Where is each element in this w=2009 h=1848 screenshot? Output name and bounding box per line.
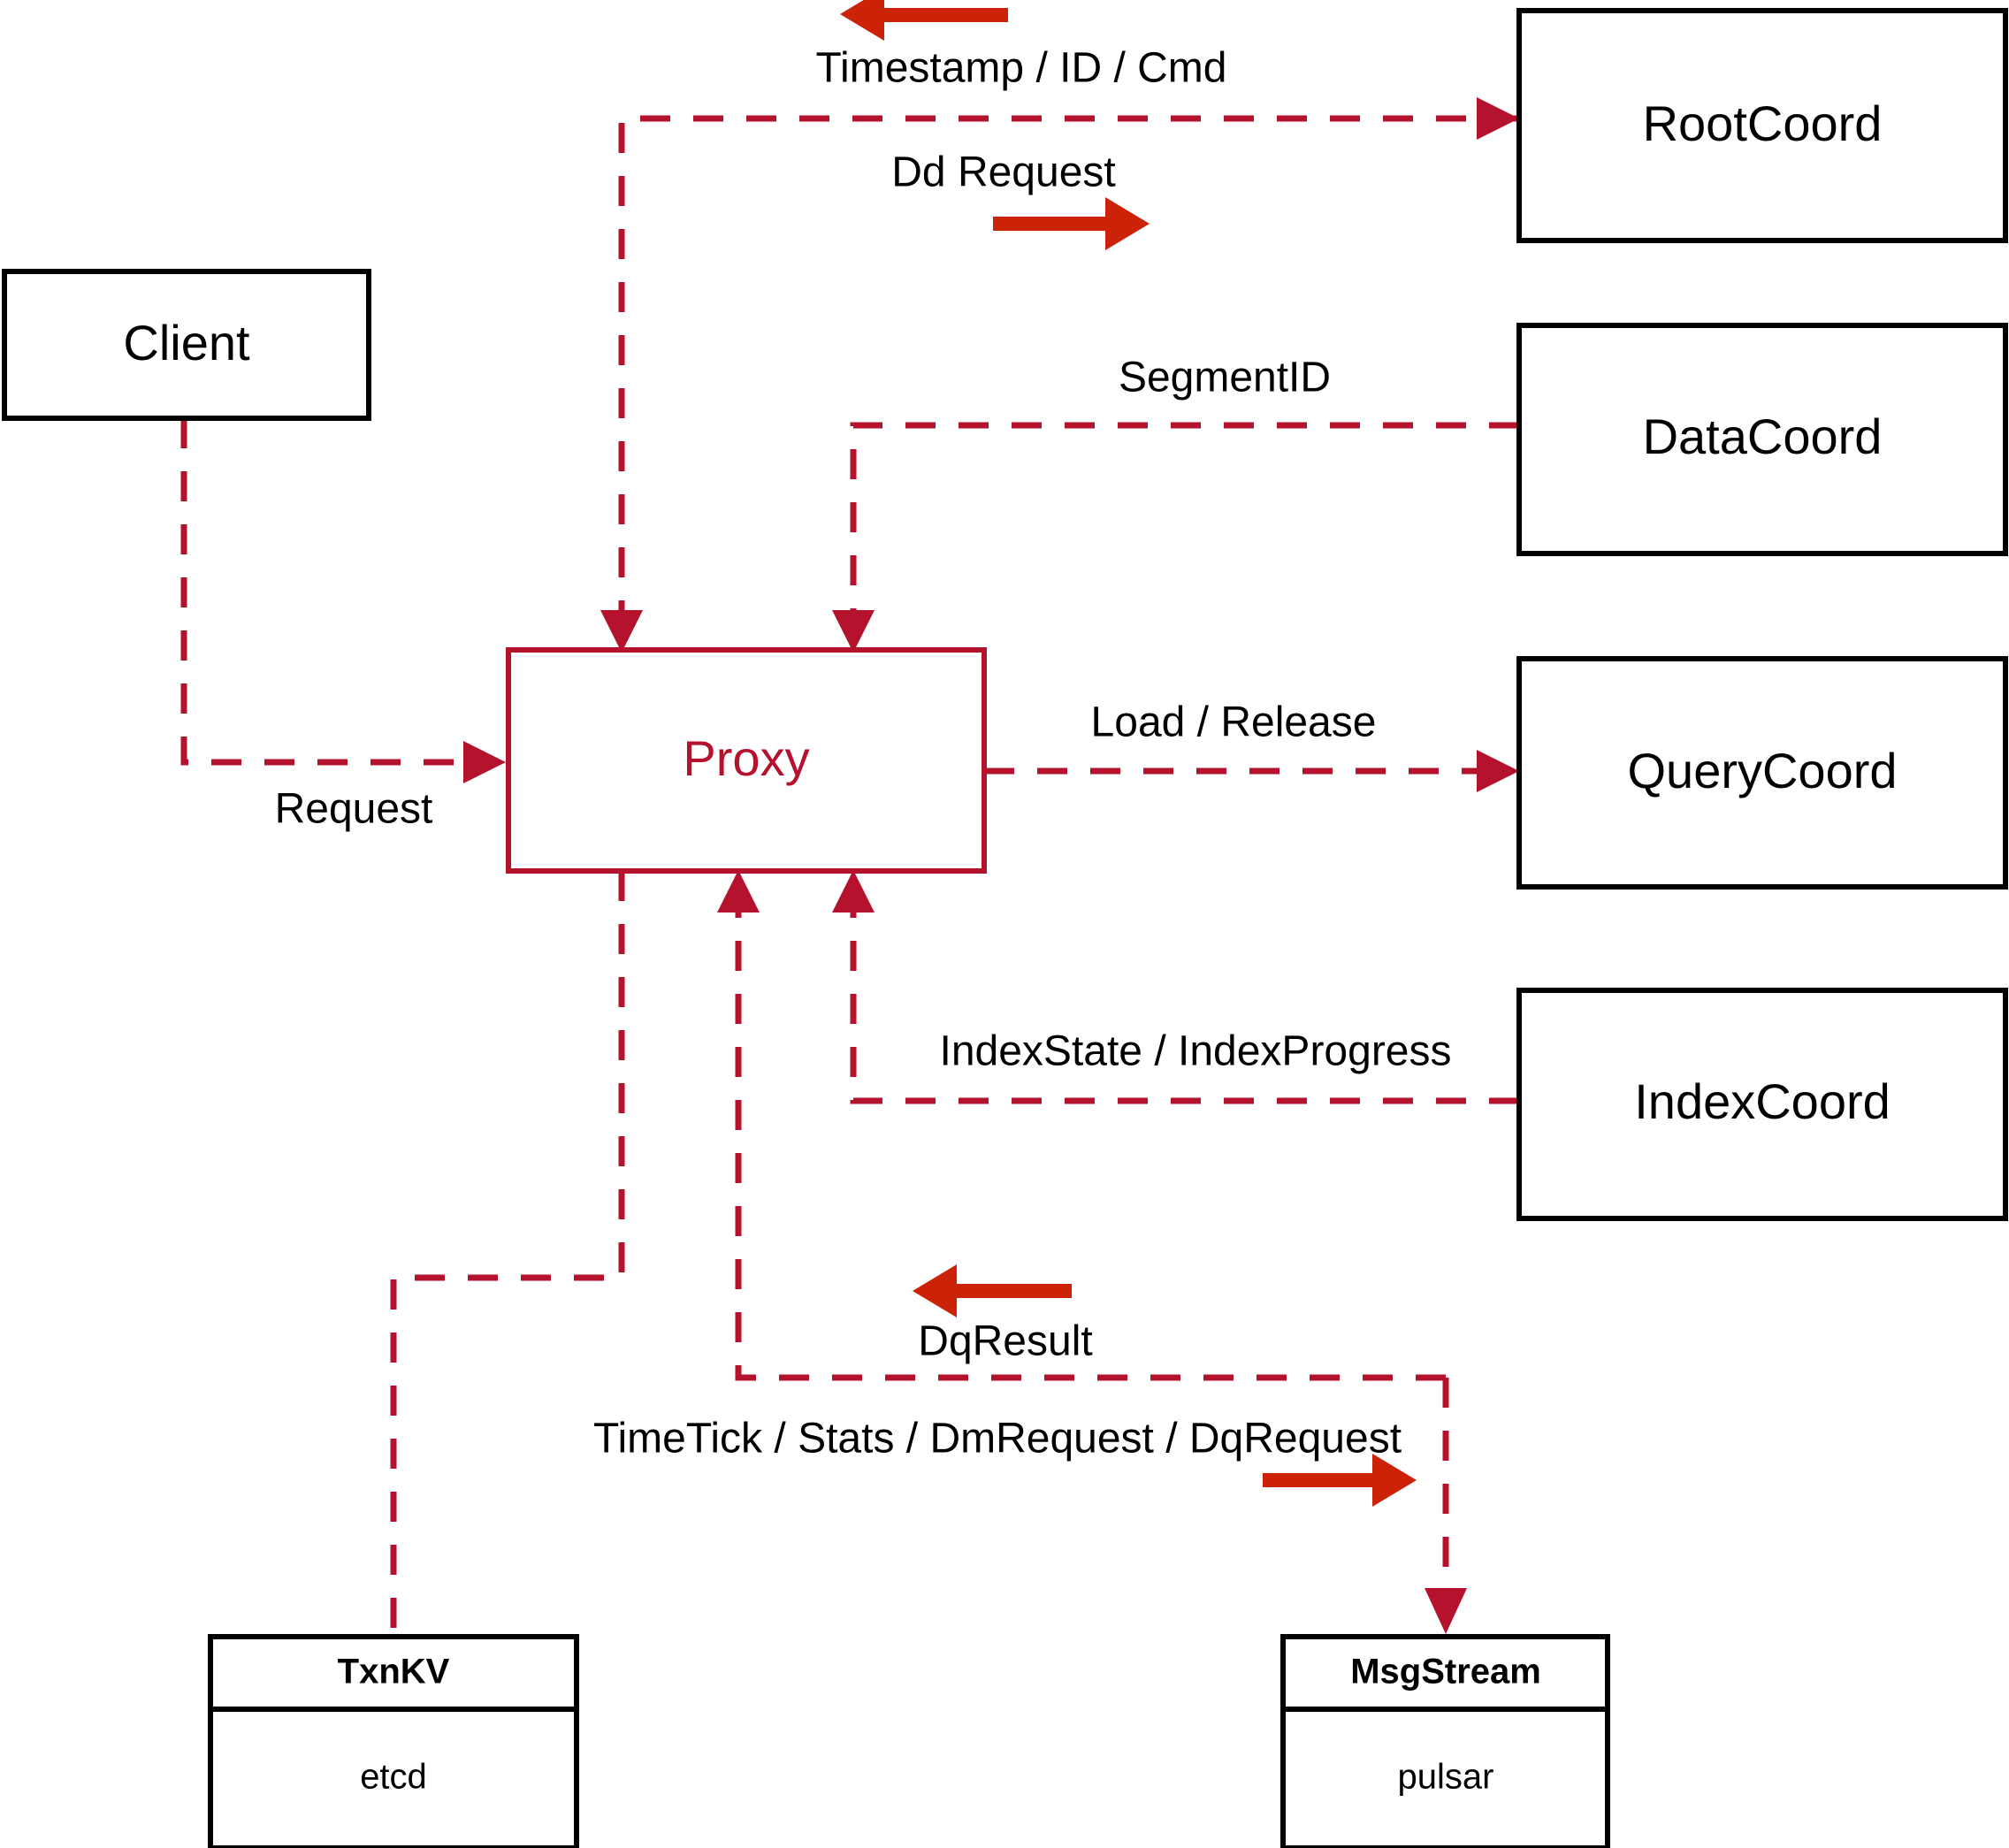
node-datacoord[interactable]: DataCoord bbox=[1516, 323, 2008, 556]
node-txnkv-title: TxnKV bbox=[338, 1653, 450, 1691]
arrow-head-rootcoord-left bbox=[1477, 97, 1519, 140]
arrow-head-msgstream-top bbox=[1425, 1588, 1467, 1634]
arrow-head-proxy-bottom-mid bbox=[717, 870, 760, 913]
node-txnkv[interactable]: TxnKV etcd bbox=[208, 1634, 579, 1848]
edge-label-timestamp-id-cmd: Timestamp / ID / Cmd bbox=[816, 45, 1227, 92]
edge-label-dd-request: Dd Request bbox=[891, 149, 1115, 196]
edge-label-timetick-stats: TimeTick / Stats / DmRequest / DqRequest bbox=[593, 1416, 1402, 1462]
node-rootcoord-label: RootCoord bbox=[1643, 95, 1883, 151]
direction-arrow-dd-request-right bbox=[993, 197, 1150, 250]
arrow-head-proxy-bottom-right bbox=[832, 870, 875, 913]
node-txnkv-body: etcd bbox=[360, 1758, 427, 1797]
edge-proxy-rootcoord-dd bbox=[1477, 97, 1519, 140]
node-indexcoord[interactable]: IndexCoord bbox=[1516, 988, 2008, 1221]
edge-msgstream-proxy-dqresult bbox=[717, 870, 1446, 1381]
edge-label-request: Request bbox=[275, 786, 433, 833]
edge-proxy-querycoord bbox=[984, 750, 1519, 792]
edge-proxy-txnkv bbox=[390, 871, 625, 1637]
edge-client-proxy bbox=[180, 418, 506, 783]
edge-label-segmentid: SegmentID bbox=[1119, 355, 1331, 401]
node-rootcoord[interactable]: RootCoord bbox=[1516, 8, 2008, 243]
edge-label-indexstate-progress: IndexState / IndexProgress bbox=[940, 1028, 1452, 1075]
edge-indexcoord-proxy bbox=[832, 870, 1519, 1104]
edge-label-dqresult: DqResult bbox=[918, 1318, 1092, 1365]
arrow-head-proxy-top-left bbox=[600, 610, 643, 653]
edge-label-load-release: Load / Release bbox=[1091, 699, 1377, 746]
direction-arrow-timetick-right bbox=[1263, 1454, 1417, 1507]
direction-arrow-dqresult-left bbox=[913, 1264, 1072, 1317]
node-client-label: Client bbox=[123, 315, 250, 370]
arrow-head-proxy-top-right bbox=[832, 610, 875, 653]
edge-datacoord-proxy bbox=[832, 422, 1519, 653]
arrow-head-proxy-left bbox=[463, 741, 506, 783]
node-indexcoord-label: IndexCoord bbox=[1634, 1073, 1891, 1129]
node-querycoord-label: QueryCoord bbox=[1627, 743, 1897, 798]
node-querycoord[interactable]: QueryCoord bbox=[1516, 656, 2008, 890]
node-proxy-label: Proxy bbox=[683, 730, 809, 786]
node-datacoord-label: DataCoord bbox=[1643, 409, 1883, 464]
direction-arrow-timestamp-left bbox=[840, 0, 1008, 41]
node-msgstream-body: pulsar bbox=[1398, 1758, 1494, 1797]
arrow-head-querycoord-left bbox=[1477, 750, 1519, 792]
node-msgstream-title: MsgStream bbox=[1350, 1653, 1541, 1691]
edge-rootcoord-proxy bbox=[600, 115, 1519, 653]
node-client[interactable]: Client bbox=[2, 269, 371, 421]
edge-proxy-msgstream bbox=[1425, 1378, 1467, 1634]
node-msgstream[interactable]: MsgStream pulsar bbox=[1280, 1634, 1610, 1848]
node-proxy[interactable]: Proxy bbox=[506, 647, 987, 874]
